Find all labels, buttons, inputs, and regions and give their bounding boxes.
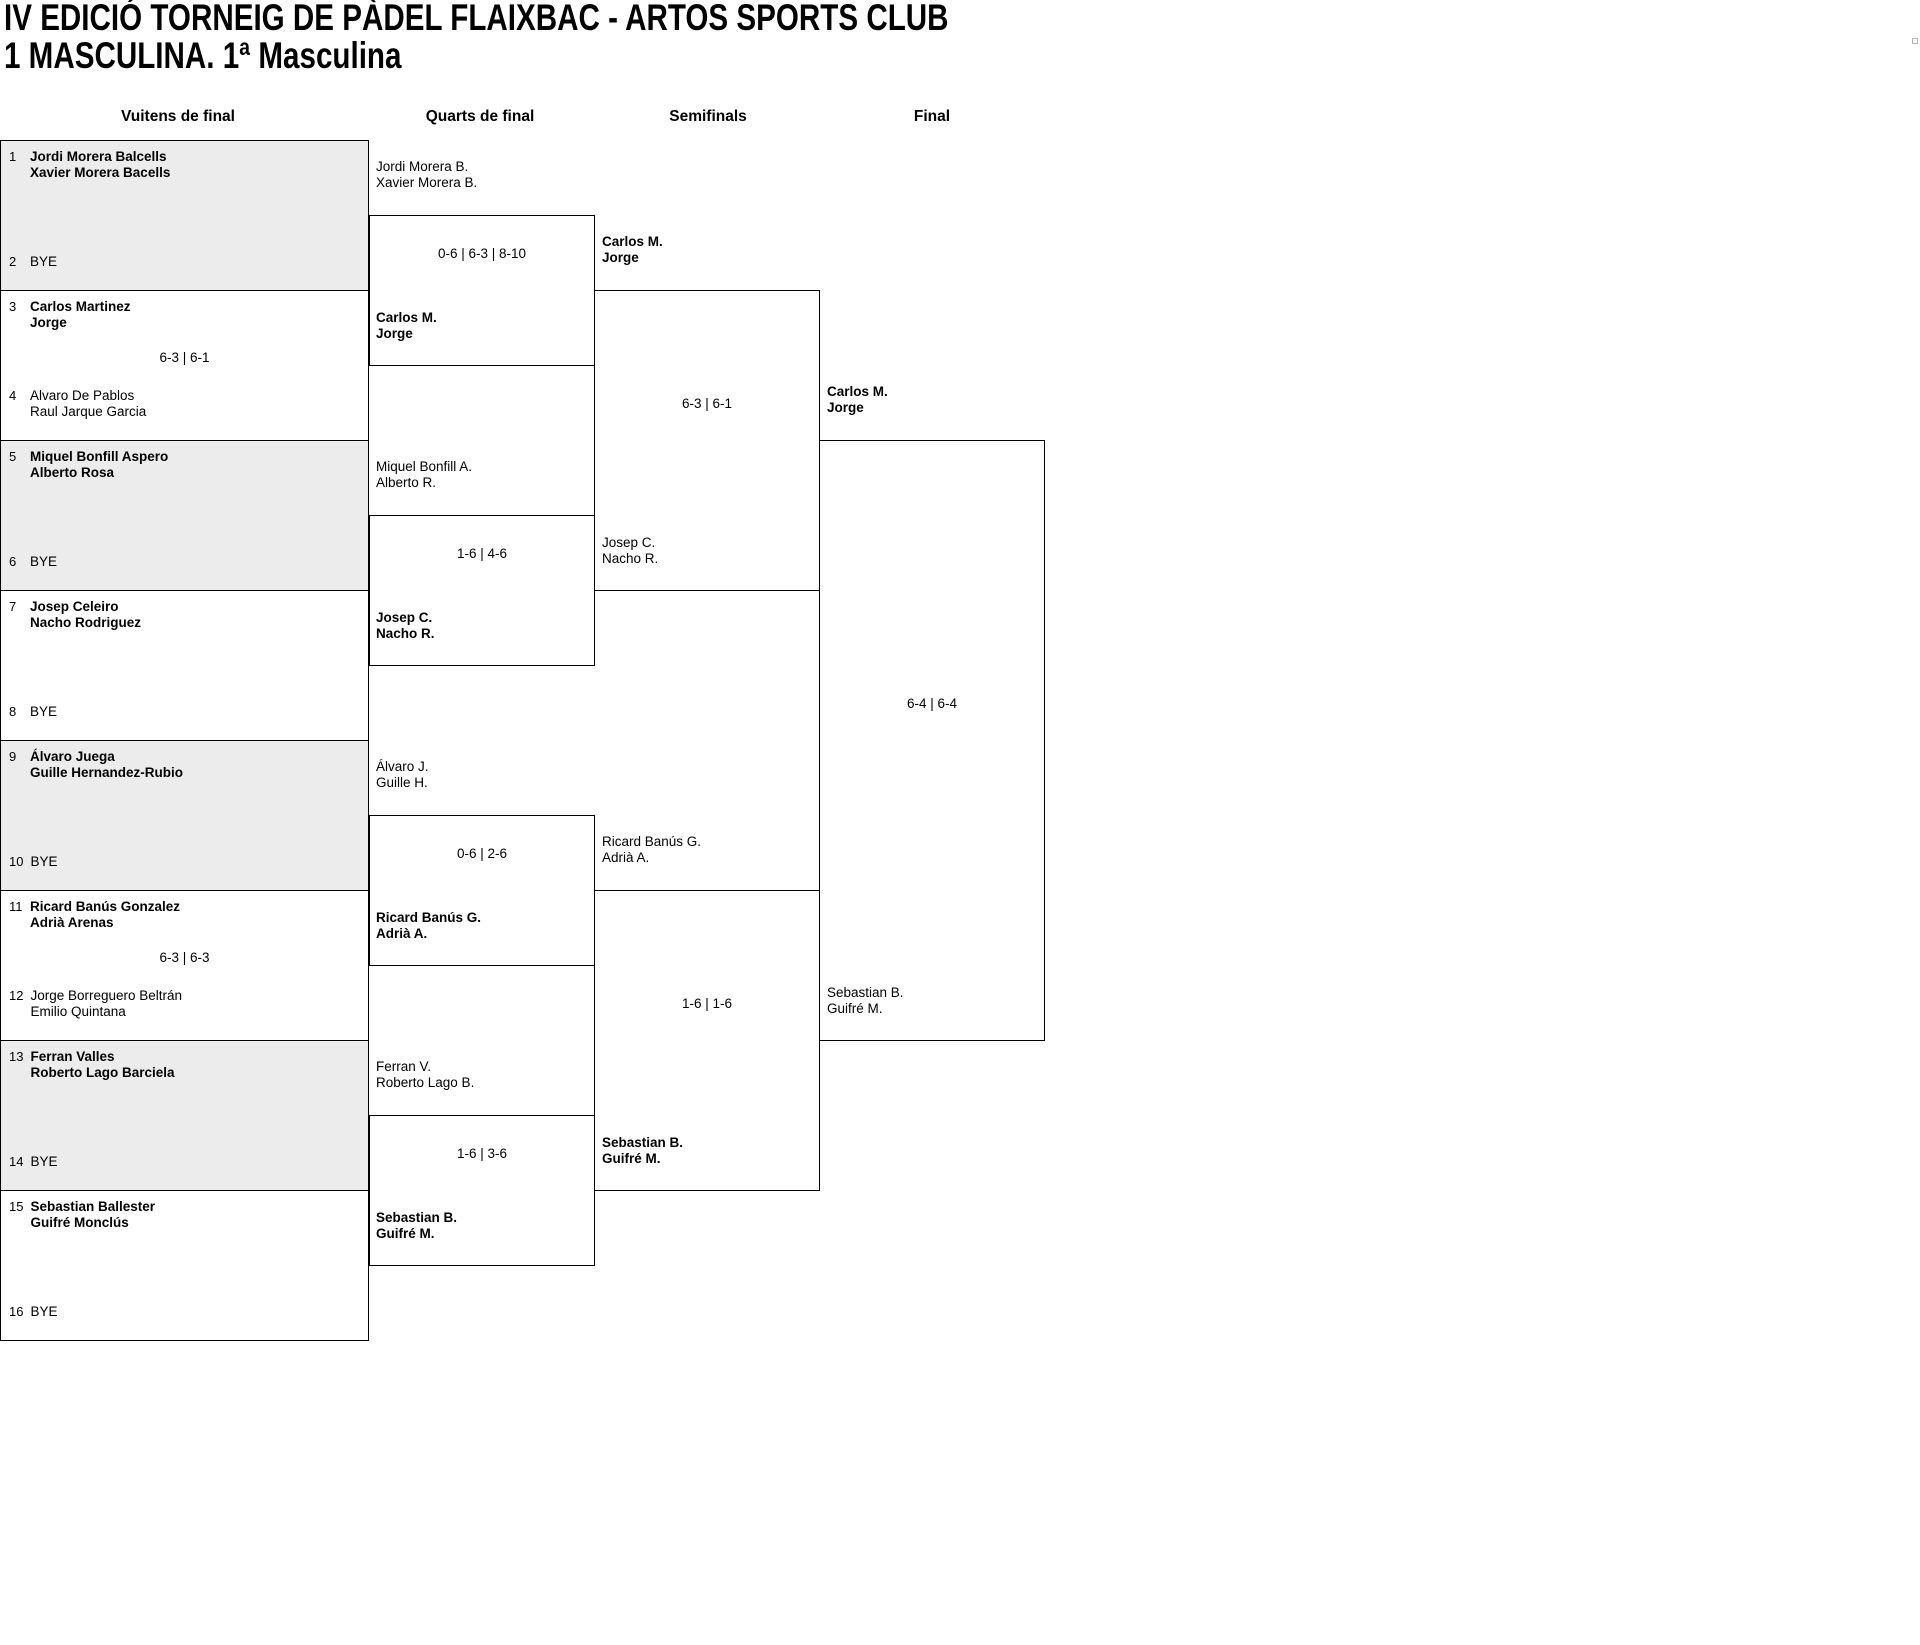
team-entry: Jordi Morera Balcells Xavier Morera Bace… bbox=[30, 149, 171, 180]
r16-match-score: 6-3 | 6-1 bbox=[159, 350, 210, 365]
round-header-quarterfinals: Quarts de final bbox=[425, 108, 535, 125]
qf2-team-top: Miquel Bonfill A. Alberto R. bbox=[376, 459, 473, 490]
team-entry: Sebastian Ballester Guifré Monclús bbox=[30, 1199, 156, 1230]
category-title: 1 MASCULINA. 1ª Masculina bbox=[4, 35, 402, 76]
round-header-semifinals: Semifinals bbox=[669, 108, 747, 125]
r16-slot-6: 6 BYE bbox=[9, 554, 364, 570]
qf4-score: 1-6 | 3-6 bbox=[456, 1146, 508, 1161]
qf1-team-bottom: Carlos M. Jorge bbox=[376, 310, 437, 341]
sf1-score: 6-3 | 6-1 bbox=[681, 396, 733, 411]
sf1-team-bottom: Josep C. Nacho R. bbox=[602, 535, 659, 566]
qf2-team-bottom: Josep C. Nacho R. bbox=[376, 610, 435, 641]
seed-number: 12 bbox=[9, 988, 24, 1003]
r16-match-box-1: 1 Jordi Morera Balcells Xavier Morera Ba… bbox=[0, 140, 369, 291]
seed-number: 13 bbox=[9, 1049, 24, 1064]
r16-match-box-2: 3 Carlos Martinez Jorge 4 Alvaro De Pabl… bbox=[0, 290, 369, 441]
team-entry: BYE bbox=[30, 254, 58, 269]
final-team-top: Carlos M. Jorge bbox=[827, 384, 888, 415]
qf-match-box-3 bbox=[369, 815, 595, 966]
qf1-team-top: Jordi Morera B. Xavier Morera B. bbox=[376, 159, 478, 190]
final-match-box bbox=[819, 440, 1045, 1041]
r16-slot-11: 11 Ricard Banús Gonzalez Adrià Arenas bbox=[9, 899, 364, 931]
team-entry: BYE bbox=[30, 1304, 58, 1319]
seed-number: 11 bbox=[9, 899, 23, 914]
sf2-team-top: Ricard Banús G. Adrià A. bbox=[602, 834, 702, 865]
seed-number: 15 bbox=[9, 1199, 24, 1214]
round-header-final: Final bbox=[913, 108, 951, 125]
r16-slot-8: 8 BYE bbox=[9, 704, 364, 720]
team-entry: Alvaro De Pablos Raul Jarque Garcia bbox=[30, 388, 147, 419]
r16-slot-9: 9 Álvaro Juega Guille Hernandez-Rubio bbox=[9, 749, 364, 781]
r16-slot-2: 2 BYE bbox=[9, 254, 364, 270]
r16-slot-14: 14 BYE bbox=[9, 1154, 364, 1170]
team-entry: Miquel Bonfill Aspero Alberto Rosa bbox=[30, 449, 169, 480]
r16-slot-15: 15 Sebastian Ballester Guifré Monclús bbox=[9, 1199, 364, 1231]
tournament-title: IV EDICIÓ TORNEIG DE PÀDEL FLAIXBAC - AR… bbox=[4, 0, 949, 38]
r16-slot-4: 4 Alvaro De Pablos Raul Jarque Garcia bbox=[9, 388, 364, 420]
r16-slot-3: 3 Carlos Martinez Jorge bbox=[9, 299, 364, 331]
qf3-team-top: Álvaro J. Guille H. bbox=[376, 759, 429, 790]
qf-match-box-1 bbox=[369, 215, 595, 366]
qf-match-box-4 bbox=[369, 1115, 595, 1266]
seed-number: 4 bbox=[9, 388, 17, 403]
final-team-bottom: Sebastian B. Guifré M. bbox=[827, 985, 904, 1016]
r16-slot-10: 10 BYE bbox=[9, 854, 364, 870]
seed-number: 16 bbox=[9, 1304, 24, 1319]
qf3-score: 0-6 | 2-6 bbox=[456, 846, 508, 861]
team-entry: Ricard Banús Gonzalez Adrià Arenas bbox=[30, 899, 181, 930]
team-entry: BYE bbox=[30, 704, 58, 719]
r16-match-box-4: 7 Josep Celeiro Nacho Rodriguez 8 BYE bbox=[0, 590, 369, 741]
r16-slot-12: 12 Jorge Borreguero Beltrán Emilio Quint… bbox=[9, 988, 364, 1020]
r16-slot-16: 16 BYE bbox=[9, 1304, 364, 1320]
team-entry: BYE bbox=[30, 1154, 58, 1169]
r16-slot-13: 13 Ferran Valles Roberto Lago Barciela bbox=[9, 1049, 364, 1081]
seed-number: 8 bbox=[9, 704, 17, 719]
r16-slot-1: 1 Jordi Morera Balcells Xavier Morera Ba… bbox=[9, 149, 364, 181]
seed-number: 3 bbox=[9, 299, 17, 314]
final-score: 6-4 | 6-4 bbox=[906, 696, 958, 711]
qf4-team-top: Ferran V. Roberto Lago B. bbox=[376, 1059, 475, 1090]
r16-match-box-8: 15 Sebastian Ballester Guifré Monclús 16… bbox=[0, 1190, 369, 1341]
team-entry: Jorge Borreguero Beltrán Emilio Quintana bbox=[30, 988, 183, 1019]
seed-number: 1 bbox=[9, 149, 17, 164]
qf-match-box-2 bbox=[369, 515, 595, 666]
corner-marker-icon bbox=[1912, 38, 1918, 44]
qf4-team-bottom: Sebastian B. Guifré M. bbox=[376, 1210, 458, 1241]
seed-number: 7 bbox=[9, 599, 17, 614]
sf2-team-bottom: Sebastian B. Guifré M. bbox=[602, 1135, 684, 1166]
r16-slot-7: 7 Josep Celeiro Nacho Rodriguez bbox=[9, 599, 364, 631]
qf3-team-bottom: Ricard Banús G. Adrià A. bbox=[376, 910, 482, 941]
qf2-score: 1-6 | 4-6 bbox=[456, 546, 508, 561]
sf2-score: 1-6 | 1-6 bbox=[681, 996, 733, 1011]
r16-slot-5: 5 Miquel Bonfill Aspero Alberto Rosa bbox=[9, 449, 364, 481]
team-entry: Álvaro Juega Guille Hernandez-Rubio bbox=[30, 749, 184, 780]
r16-match-box-7: 13 Ferran Valles Roberto Lago Barciela 1… bbox=[0, 1040, 369, 1191]
team-entry: BYE bbox=[30, 854, 58, 869]
r16-match-box-5: 9 Álvaro Juega Guille Hernandez-Rubio 10… bbox=[0, 740, 369, 891]
r16-match-box-6: 11 Ricard Banús Gonzalez Adrià Arenas 12… bbox=[0, 890, 369, 1041]
seed-number: 9 bbox=[9, 749, 17, 764]
team-entry: Ferran Valles Roberto Lago Barciela bbox=[30, 1049, 175, 1080]
seed-number: 10 bbox=[9, 854, 24, 869]
team-entry: Josep Celeiro Nacho Rodriguez bbox=[30, 599, 142, 630]
r16-match-box-3: 5 Miquel Bonfill Aspero Alberto Rosa 6 B… bbox=[0, 440, 369, 591]
seed-number: 6 bbox=[9, 554, 17, 569]
team-entry: Carlos Martinez Jorge bbox=[30, 299, 131, 330]
seed-number: 14 bbox=[9, 1154, 24, 1169]
team-entry: BYE bbox=[30, 554, 58, 569]
seed-number: 5 bbox=[9, 449, 17, 464]
r16-match-score: 6-3 | 6-3 bbox=[159, 950, 210, 965]
sf1-team-top: Carlos M. Jorge bbox=[602, 234, 663, 265]
seed-number: 2 bbox=[9, 254, 17, 269]
round-header-round-of-16: Vuitens de final bbox=[121, 108, 235, 125]
qf1-score: 0-6 | 6-3 | 8-10 bbox=[437, 246, 527, 261]
